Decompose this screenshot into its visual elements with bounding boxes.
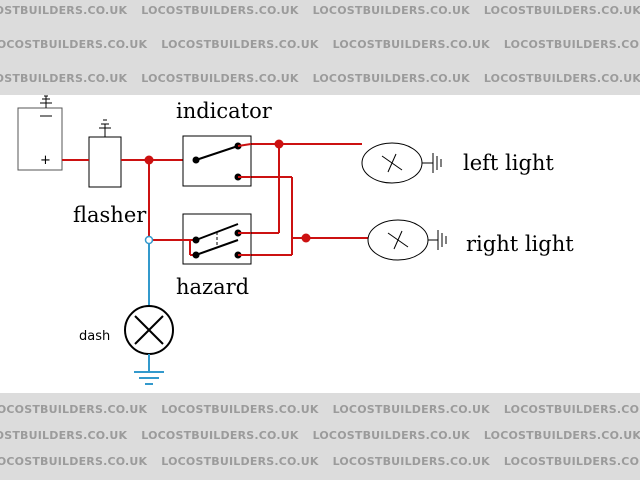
watermark-row: LOCOSTBUILDERS.CO.UK LOCOSTBUILDERS.CO.UK… (0, 38, 640, 51)
right-light-label: right light (466, 232, 574, 256)
switch-contact (192, 251, 200, 259)
watermark-text: LOCOSTBUILDERS.CO.UK (483, 72, 640, 85)
watermark-text: LOCOSTBUILDERS.CO.UK (312, 429, 470, 442)
dash-label: dash (79, 329, 110, 344)
battery-plus-label: + (40, 153, 51, 168)
indicator-out-left (237, 143, 252, 147)
indicator-switch: indicator (176, 99, 273, 187)
watermark-text: LOCOSTBUILDERS.CO.UK (161, 403, 319, 416)
watermark-text: LOCOSTBUILDERS.CO.UK (161, 455, 319, 468)
indicator-label: indicator (176, 99, 273, 123)
left-light-label: left light (463, 151, 554, 175)
flasher-label: flasher (73, 203, 147, 227)
right-light: right light (367, 219, 574, 261)
watermark-row: LOCOSTBUILDERS.CO.UK LOCOSTBUILDERS.CO.UK… (0, 455, 640, 468)
watermark-text: LOCOSTBUILDERS.CO.UK (332, 403, 490, 416)
battery: + (17, 95, 63, 171)
watermark-text: LOCOSTBUILDERS.CO.UK (0, 403, 148, 416)
bulb-cross (387, 153, 397, 173)
flasher-unit: flasher (73, 119, 147, 227)
watermark-text: LOCOSTBUILDERS.CO.UK (503, 455, 640, 468)
watermark-text: LOCOSTBUILDERS.CO.UK (312, 4, 470, 17)
watermark-text: LOCOSTBUILDERS.CO.UK (0, 429, 128, 442)
watermark-text: LOCOSTBUILDERS.CO.UK (0, 4, 128, 17)
flasher-body (88, 136, 122, 188)
watermark-text: LOCOSTBUILDERS.CO.UK (0, 38, 148, 51)
watermark-text: LOCOSTBUILDERS.CO.UK (0, 72, 128, 85)
watermark-text: LOCOSTBUILDERS.CO.UK (0, 455, 148, 468)
watermark-text: LOCOSTBUILDERS.CO.UK (141, 429, 299, 442)
switch-contact (192, 156, 200, 164)
hazard-switch: hazard (149, 213, 252, 299)
left-light: left light (361, 142, 554, 184)
watermark-text: LOCOSTBUILDERS.CO.UK (141, 4, 299, 17)
junction-dot (274, 139, 284, 149)
hazard-label: hazard (176, 275, 249, 299)
watermark-text: LOCOSTBUILDERS.CO.UK (312, 72, 470, 85)
watermark-row: LOCOSTBUILDERS.CO.UK LOCOSTBUILDERS.CO.UK… (0, 403, 640, 416)
battery-body (17, 107, 63, 171)
watermark-row: LOCOSTBUILDERS.CO.UK LOCOSTBUILDERS.CO.UK… (0, 4, 640, 17)
dash-lamp: dash (79, 235, 174, 385)
watermark-text: LOCOSTBUILDERS.CO.UK (332, 455, 490, 468)
watermark-row: LOCOSTBUILDERS.CO.UK LOCOSTBUILDERS.CO.UK… (0, 72, 640, 85)
watermark-text: LOCOSTBUILDERS.CO.UK (483, 429, 640, 442)
watermark-band-bottom: LOCOSTBUILDERS.CO.UK LOCOSTBUILDERS.CO.UK… (0, 393, 640, 480)
junction-dot (301, 233, 311, 243)
watermark-text: LOCOSTBUILDERS.CO.UK (161, 38, 319, 51)
switch-contact (192, 236, 200, 244)
watermark-text: LOCOSTBUILDERS.CO.UK (503, 403, 640, 416)
bulb-cross (134, 315, 164, 345)
bulb-cross (393, 230, 403, 250)
junction-dot (144, 155, 154, 165)
dash-junction (144, 235, 154, 245)
watermark-row: LOCOSTBUILDERS.CO.UK LOCOSTBUILDERS.CO.UK… (0, 429, 640, 442)
watermark-text: LOCOSTBUILDERS.CO.UK (141, 72, 299, 85)
indicator-switch-lever (195, 145, 239, 161)
watermark-text: LOCOSTBUILDERS.CO.UK (332, 38, 490, 51)
watermark-text: LOCOSTBUILDERS.CO.UK (503, 38, 640, 51)
watermark-band-top: LOCOSTBUILDERS.CO.UK LOCOSTBUILDERS.CO.UK… (0, 0, 640, 95)
watermark-text: LOCOSTBUILDERS.CO.UK (483, 4, 640, 17)
